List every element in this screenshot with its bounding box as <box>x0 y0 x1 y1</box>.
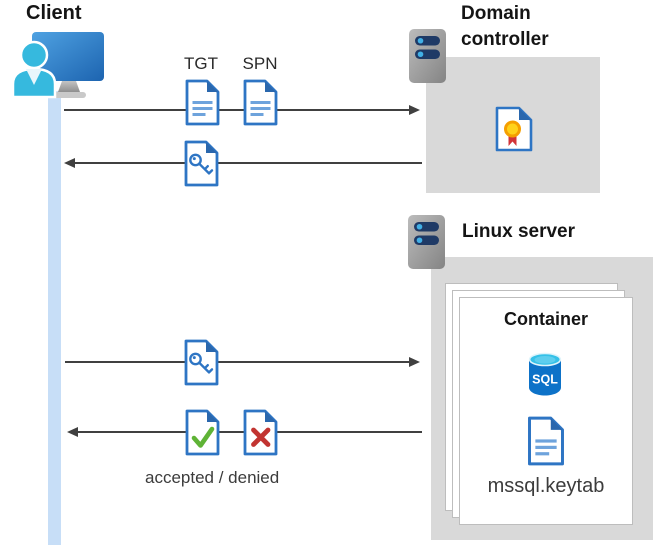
accepted-denied-label: accepted / denied <box>145 468 280 487</box>
monitor-base <box>52 92 86 98</box>
arrow-present-ticket-head <box>409 357 420 367</box>
arrow-request-tickets-head <box>409 105 420 115</box>
person-head <box>19 40 49 70</box>
container-card-front <box>459 297 633 525</box>
linux-server-icon <box>408 215 445 269</box>
arrow-result-head <box>67 427 78 437</box>
domain-controller-label: Domain controller <box>461 3 549 50</box>
domain-controller-server-icon <box>409 29 446 83</box>
client-lifeline <box>48 91 61 545</box>
tgt-label: TGT <box>184 54 218 73</box>
key-ticket-document-icon <box>184 140 219 187</box>
arrow-request-tickets-line <box>64 109 410 111</box>
sql-label: SQL <box>532 373 558 387</box>
key-ticket-document-icon-2 <box>184 339 219 386</box>
keytab-label: mssql.keytab <box>487 475 605 497</box>
arrow-ticket-granted-line <box>75 162 422 164</box>
monitor-icon <box>32 32 104 81</box>
client-label: Client <box>26 2 82 24</box>
person-collar <box>26 69 42 85</box>
linux-server-label: Linux server <box>462 221 575 242</box>
keytab-document-icon <box>528 416 564 466</box>
spn-document-icon <box>243 79 278 126</box>
accepted-document-icon <box>185 409 220 456</box>
spn-label: SPN <box>242 54 278 73</box>
monitor-stand <box>58 81 80 92</box>
certificate-document-icon <box>495 106 533 152</box>
arrow-present-ticket-line <box>65 361 410 363</box>
denied-document-icon <box>243 409 278 456</box>
sql-database-icon: SQL <box>528 352 562 396</box>
tgt-document-icon <box>185 79 220 126</box>
client-monitor-user-icon <box>11 32 104 99</box>
container-label: Container <box>503 309 588 329</box>
arrow-ticket-granted-head <box>64 158 75 168</box>
